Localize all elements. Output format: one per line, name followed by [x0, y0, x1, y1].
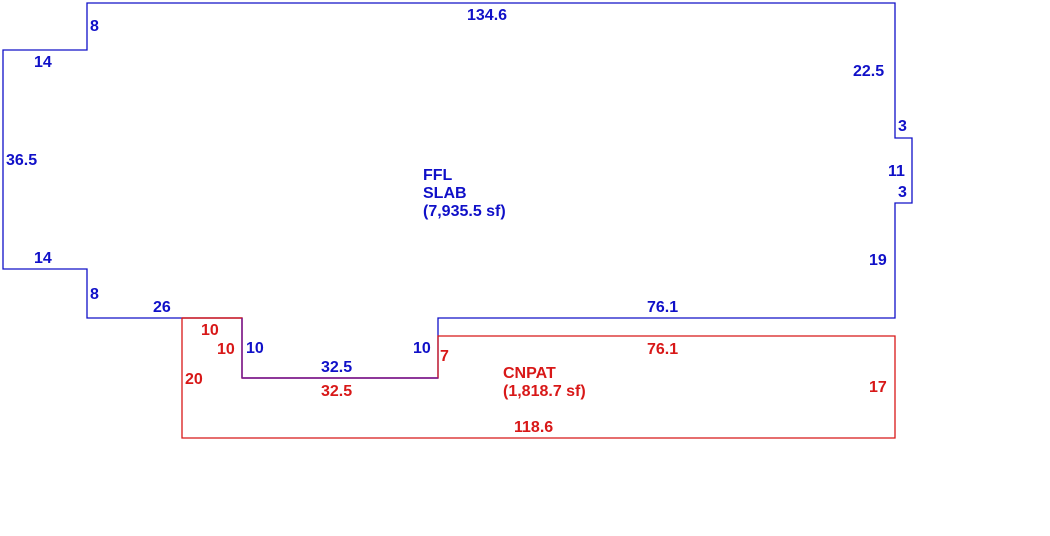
ffl-title: FFL [423, 167, 453, 184]
cnpat-dim-top-right: 76.1 [647, 341, 678, 358]
ffl-dim-right-lower: 19 [869, 252, 887, 269]
ffl-dim-left-step-bottom: 8 [90, 286, 99, 303]
ffl-dim-notch-bottom: 3 [898, 184, 907, 201]
ffl-area: (7,935.5 sf) [423, 203, 506, 220]
ffl-dim-left-bottom-14: 14 [34, 250, 52, 267]
ffl-dim-left-top-14: 14 [34, 54, 52, 71]
ffl-dim-top: 134.6 [467, 7, 507, 24]
ffl-labels: FFL SLAB (7,935.5 sf) 134.6 8 14 36.5 14… [6, 7, 907, 376]
ffl-subtitle: SLAB [423, 185, 467, 202]
ffl-dim-inner-bottom: 32.5 [321, 359, 352, 376]
cnpat-dim-left: 20 [185, 371, 203, 388]
ffl-dim-notch-top: 3 [898, 118, 907, 135]
cnpat-dim-inner-right-7: 7 [440, 348, 449, 365]
cnpat-area: (1,818.7 sf) [503, 383, 586, 400]
ffl-dim-left: 36.5 [6, 152, 37, 169]
cnpat-dim-bottom: 118.6 [514, 419, 553, 436]
cnpat-labels: CNPAT (1,818.7 sf) 10 10 20 32.5 7 76.1 … [185, 322, 887, 436]
ffl-dim-bottom-26: 26 [153, 299, 171, 316]
ffl-dim-bottom-right: 76.1 [647, 299, 678, 316]
cnpat-title: CNPAT [503, 365, 556, 382]
ffl-dim-inner-right-10: 10 [413, 340, 431, 357]
cnpat-dim-inner-left-10: 10 [217, 341, 235, 358]
cnpat-dim-top-left-10: 10 [201, 322, 219, 339]
cnpat-dim-inner-bottom: 32.5 [321, 383, 352, 400]
ffl-dim-inner-left-10: 10 [246, 340, 264, 357]
ffl-dim-notch-side: 11 [888, 163, 905, 180]
ffl-dim-right-upper: 22.5 [853, 63, 884, 80]
ffl-dim-left-step-top: 8 [90, 18, 99, 35]
cnpat-dim-right: 17 [869, 379, 887, 396]
